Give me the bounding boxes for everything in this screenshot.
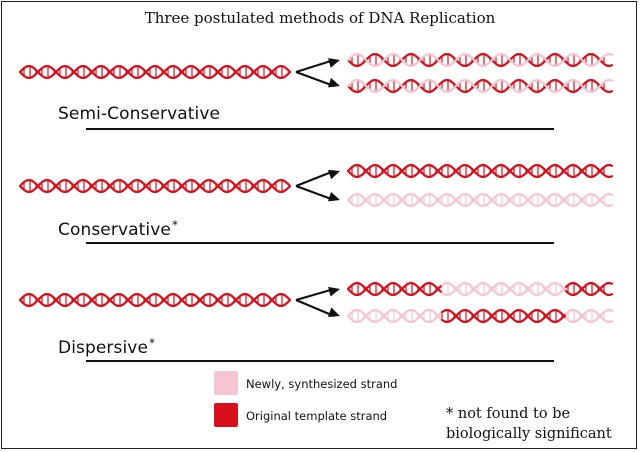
method-divider-conservative bbox=[86, 242, 554, 244]
legend-label-original-strand: Original template strand bbox=[246, 409, 388, 423]
method-label-dispersive: Dispersive* bbox=[58, 336, 156, 358]
parent-helix-conservative bbox=[18, 178, 292, 194]
split-arrows-semi-conservative bbox=[295, 58, 340, 88]
daughter-helix-top-conservative bbox=[346, 163, 614, 179]
daughter-helix-top-semi-conservative bbox=[346, 52, 614, 68]
diagram-title: Three postulated methods of DNA Replicat… bbox=[144, 9, 496, 27]
daughter-helix-bottom-dispersive bbox=[346, 308, 614, 324]
method-label-semi-conservative: Semi-Conservative bbox=[58, 104, 221, 124]
parent-helix-semi-conservative bbox=[18, 64, 292, 80]
method-divider-semi-conservative bbox=[86, 128, 554, 130]
parent-helix-dispersive bbox=[18, 292, 292, 308]
footnote-line-1: not found to be bbox=[457, 406, 571, 422]
asterisk-mark: * bbox=[149, 336, 156, 350]
footnote-asterisk: * bbox=[446, 406, 454, 422]
method-divider-dispersive bbox=[86, 360, 554, 362]
asterisk-mark: * bbox=[171, 218, 179, 232]
split-arrows-conservative bbox=[295, 169, 340, 202]
legend-swatch-original-strand bbox=[214, 403, 238, 427]
method-label-conservative: Conservative* bbox=[58, 218, 179, 240]
footnote: * not found to be biologically significa… bbox=[446, 404, 612, 444]
daughter-helix-bottom-semi-conservative bbox=[346, 78, 614, 94]
split-arrows-dispersive bbox=[295, 286, 340, 318]
footnote-line-2: biologically significant bbox=[446, 426, 612, 442]
legend-swatch-new-strand bbox=[214, 371, 238, 395]
daughter-helix-top-dispersive bbox=[346, 281, 614, 297]
legend-label-new-strand: Newly, synthesized strand bbox=[246, 377, 398, 391]
daughter-helix-bottom-conservative bbox=[346, 192, 614, 208]
